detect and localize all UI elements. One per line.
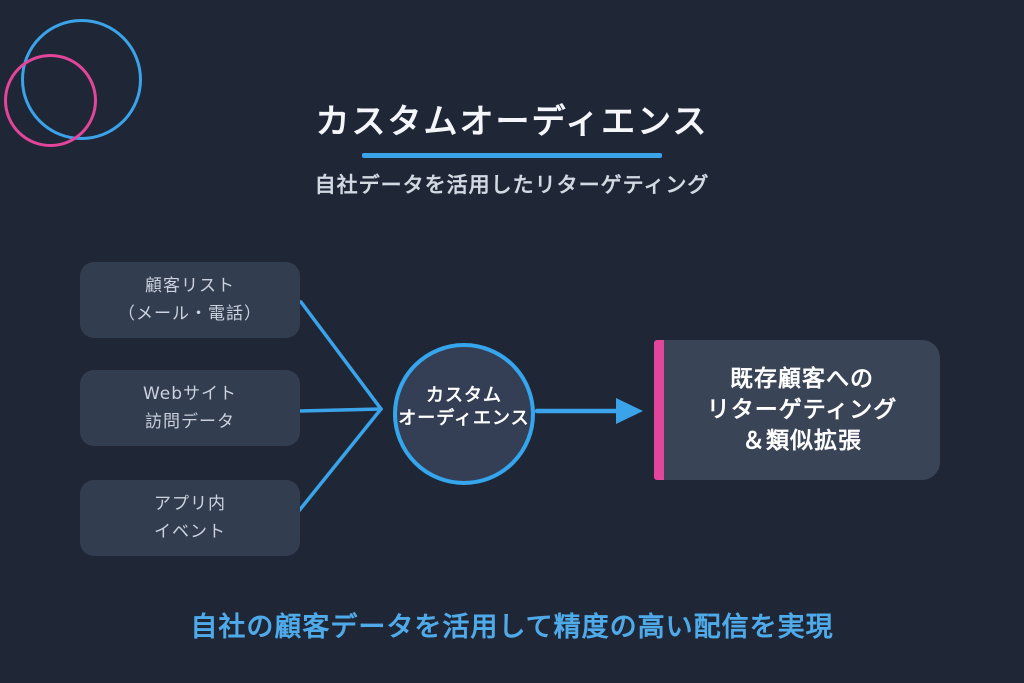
- result-box-label-line: 既存顧客への: [730, 365, 874, 392]
- source-box-label-line: イベント: [154, 522, 226, 542]
- footer-note: 自社の顧客データを活用して精度の高い配信を実現: [190, 612, 834, 643]
- source-box-app-events: アプリ内 イベント: [80, 480, 300, 556]
- arrow-head-icon: [616, 398, 643, 424]
- source-box-label-line: 顧客リスト: [145, 276, 235, 296]
- source-box-label-line: アプリ内: [154, 494, 226, 514]
- result-box-label-line: ＆類似拡張: [742, 427, 862, 454]
- title-underline: [362, 153, 662, 158]
- source-box-label-line: （メール・電話）: [118, 304, 262, 324]
- decor-pink-circle-icon: [4, 54, 97, 147]
- page-subtitle: 自社データを活用したリターゲティング: [314, 173, 710, 197]
- source-box-label-line: 訪問データ: [145, 412, 235, 432]
- hub-label: カスタム オーディエンス: [384, 384, 544, 430]
- hub-circle: [393, 343, 535, 485]
- page-title: カスタムオーディエンス: [315, 102, 709, 142]
- connector-line-top: [299, 300, 383, 411]
- source-box-website-data: Webサイト 訪問データ: [80, 370, 300, 446]
- hub-label-line: オーディエンス: [398, 408, 530, 429]
- connector-line-bottom: [296, 407, 383, 514]
- connector-line-middle: [298, 407, 383, 413]
- result-box-label-line: リターゲティング: [706, 396, 898, 423]
- hub-label-line: カスタム: [426, 385, 502, 406]
- source-box-label-line: Webサイト: [142, 384, 238, 404]
- source-box-customer-list: 顧客リスト （メール・電話）: [80, 262, 300, 338]
- result-box-retargeting: 既存顧客への リターゲティング ＆類似拡張: [654, 340, 940, 480]
